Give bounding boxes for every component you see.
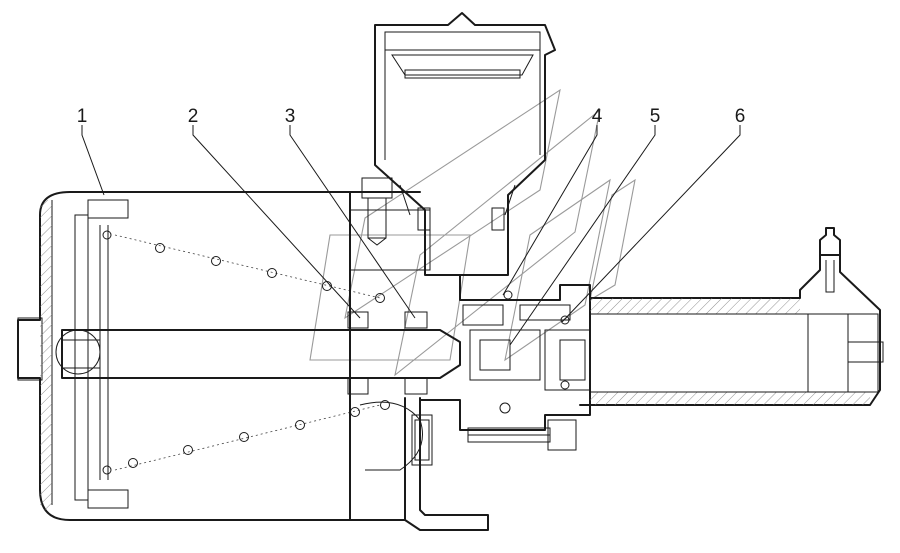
callout-1: 1: [77, 106, 88, 127]
leader-lines: [81, 125, 741, 346]
callout-6: 6: [735, 106, 746, 127]
valve-body: [347, 177, 591, 521]
callout-labels: 1 2 3 4 5 6: [77, 106, 746, 127]
return-spring: [114, 234, 390, 471]
watermark-logo: [309, 88, 636, 377]
mounting-bracket: [404, 397, 577, 531]
callout-2: 2: [188, 106, 199, 127]
piston-rod: [55, 329, 461, 379]
cylinder-housing: [17, 191, 421, 521]
output-cylinder: [579, 227, 884, 406]
callout-3: 3: [285, 106, 296, 127]
callout-4: 4: [592, 106, 603, 127]
fluid-reservoir: [374, 12, 556, 276]
callout-5: 5: [650, 106, 661, 127]
